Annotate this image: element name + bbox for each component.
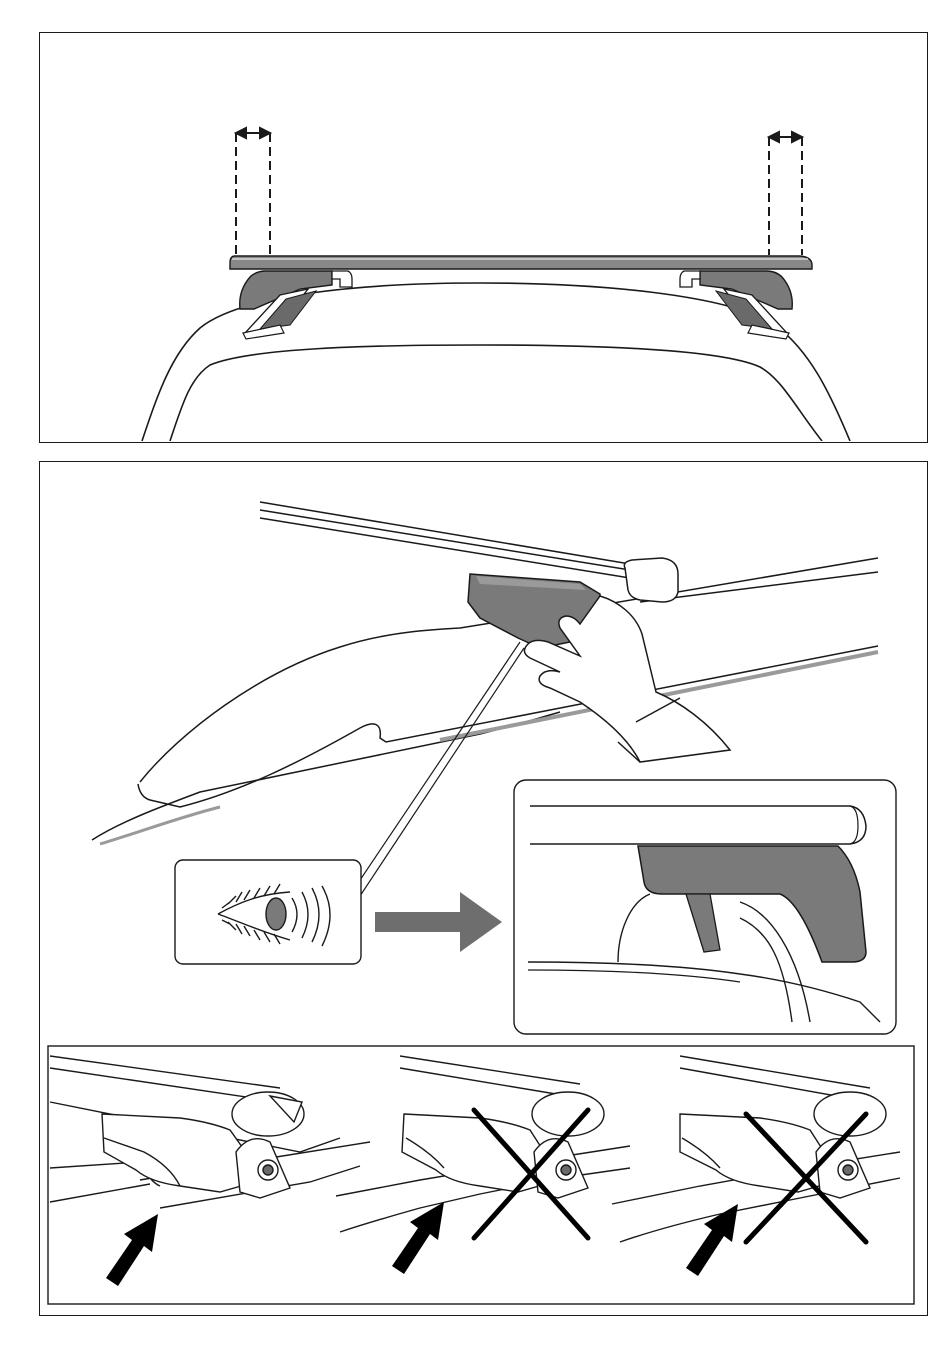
top-panel <box>39 32 928 443</box>
eye-callout <box>175 860 361 964</box>
zoom-detail <box>514 780 896 1034</box>
leader-lines <box>352 642 524 896</box>
lower-panel <box>39 461 928 1316</box>
dimension-arrow-icon <box>236 128 270 255</box>
big-right-arrow-icon <box>375 892 502 952</box>
foot-alignment-figure <box>40 462 926 1314</box>
left-foot <box>240 271 352 339</box>
right-foot <box>680 271 792 339</box>
crossbar <box>230 256 812 269</box>
roof-bar-overhang-figure <box>40 33 926 441</box>
dimension-arrow-icon <box>769 132 802 255</box>
